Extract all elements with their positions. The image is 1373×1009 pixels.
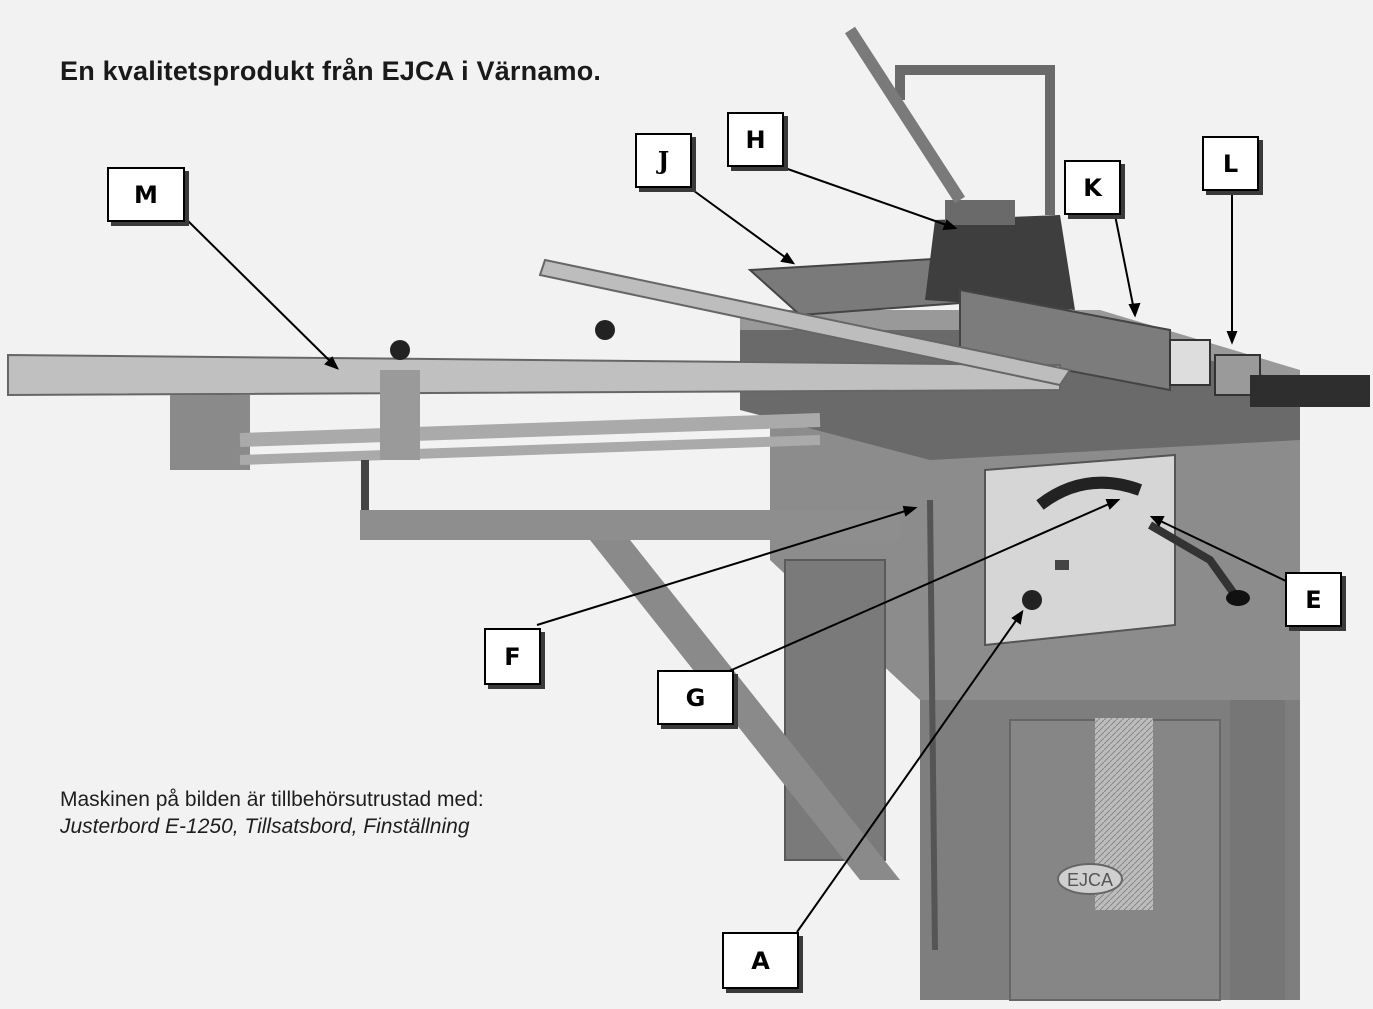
support-arm — [360, 460, 938, 951]
caption-line-1: Maskinen på bilden är tillbehörsutrustad… — [60, 788, 484, 811]
caption: Maskinen på bilden är tillbehörsutrustad… — [60, 786, 484, 840]
brand-plate: EJCA — [1057, 863, 1123, 895]
callout-f: F — [484, 628, 541, 685]
callout-l: L — [1202, 136, 1259, 191]
leader-line-a — [796, 611, 1023, 933]
leader-line-f — [536, 507, 916, 626]
sliding-table — [7, 258, 1072, 470]
callout-j: J — [635, 133, 692, 188]
callout-e: E — [1285, 572, 1342, 627]
leader-line-j — [689, 187, 794, 264]
control-panel — [984, 453, 1176, 647]
rip-fence — [959, 288, 1370, 407]
leader-line-k — [1114, 214, 1136, 316]
page-title: En kvalitetsprodukt från EJCA i Värnamo. — [60, 56, 602, 86]
callout-h: H — [727, 112, 784, 167]
leader-line-g — [726, 499, 1119, 673]
callout-k: K — [1064, 160, 1121, 215]
leader-lines — [184, 166, 1289, 933]
leader-line-e — [1151, 516, 1289, 583]
handwheel-crank — [1147, 521, 1250, 606]
callout-m: M — [107, 167, 185, 222]
leader-line-h — [781, 166, 956, 229]
leader-line-m — [184, 217, 338, 369]
brand-plate-text: EJCA — [1067, 870, 1113, 890]
caption-line-2: Justerbord E-1250, Tillsatsbord, Finstäl… — [60, 815, 470, 838]
callout-g: G — [657, 670, 734, 725]
callout-a: A — [722, 932, 799, 989]
blade-guard — [844, 26, 1075, 310]
